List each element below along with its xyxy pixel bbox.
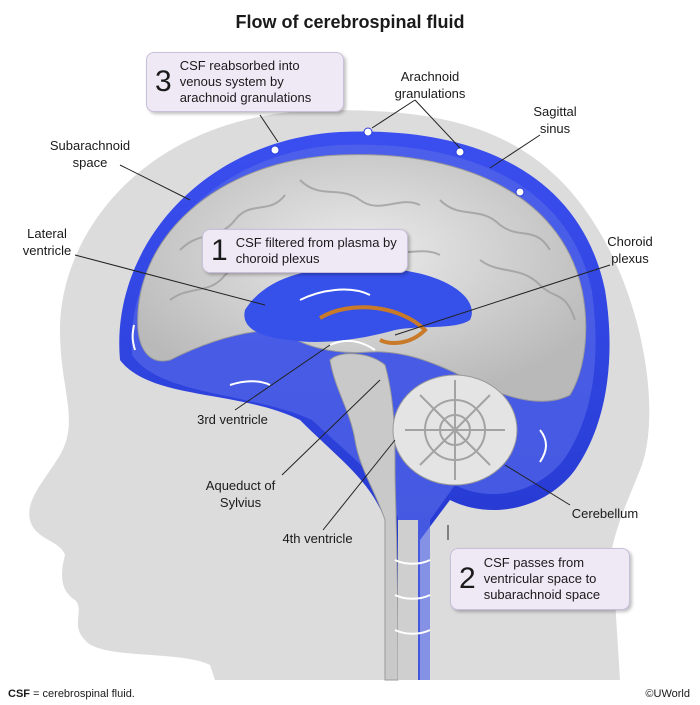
callout-step-1: 1 CSF filtered from plasma by choroid pl… xyxy=(202,229,408,273)
label-choroid-plexus: Choroid plexus xyxy=(607,234,653,266)
brainstem xyxy=(329,353,399,681)
footnote: CSF = cerebrospinal fluid. xyxy=(8,688,135,700)
label-arachnoid-granulations: Arachnoid granulations xyxy=(394,69,466,101)
diagram-title: Flow of cerebrospinal fluid xyxy=(235,12,465,32)
label-aqueduct-of-sylvius: Aqueduct of Sylvius xyxy=(205,478,276,510)
label-subarachnoid-space: Subarachnoid space xyxy=(49,138,131,170)
step-text: CSF filtered from plasma by choroid plex… xyxy=(235,235,397,266)
label-fourth-ventricle: 4th ventricle xyxy=(282,531,353,546)
label-lateral-ventricle: Lateral ventricle xyxy=(22,226,72,258)
label-third-ventricle: 3rd ventricle xyxy=(197,412,268,427)
step-text: CSF passes from ventricular space to sub… xyxy=(483,555,601,602)
copyright: ©UWorld xyxy=(645,688,690,700)
callout-step-3: 3 CSF reabsorbed into venous system by a… xyxy=(146,52,344,112)
step-number: 3 xyxy=(155,65,172,98)
step-number: 2 xyxy=(459,562,476,595)
step-number: 1 xyxy=(211,234,228,267)
footnote-text: = cerebrospinal fluid. xyxy=(30,688,135,700)
label-sagittal-sinus: Sagittal sinus xyxy=(533,104,577,136)
footnote-abbr: CSF xyxy=(8,688,30,700)
step-text: CSF reabsorbed into venous system by ara… xyxy=(179,58,312,105)
label-cerebellum: Cerebellum xyxy=(571,506,639,521)
callout-step-2: 2 CSF passes from ventricular space to s… xyxy=(450,548,630,610)
